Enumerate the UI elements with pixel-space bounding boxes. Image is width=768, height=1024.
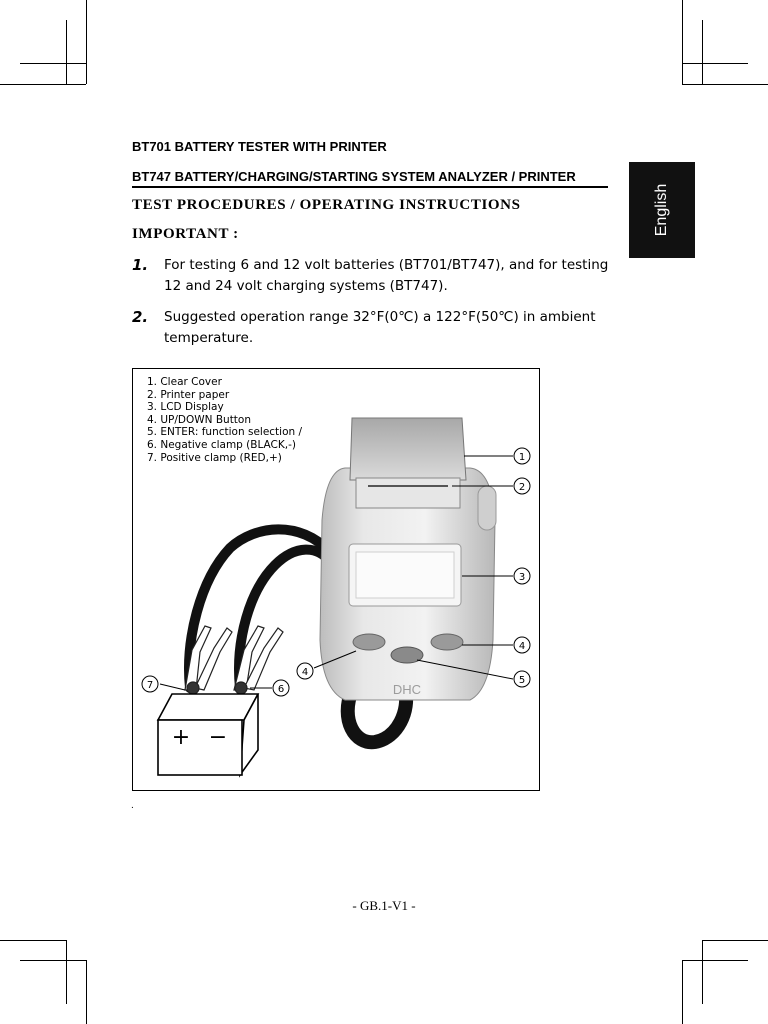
list-item-text: Suggested operation range 32°F(0℃) a 122… [164, 309, 596, 346]
legend-item: 6. Negative clamp (BLACK,-) [147, 438, 296, 451]
callout-number: 7 [147, 680, 153, 691]
device-brand: DHC [393, 682, 421, 697]
legend-item: 1. Clear Cover [147, 376, 222, 388]
negative-cable [234, 544, 335, 693]
callout-circle [513, 447, 531, 465]
battery-shape [156, 693, 260, 778]
negative-clamp-shape [233, 625, 284, 695]
page-footer: - GB.1-V1 - [352, 898, 416, 913]
legend-item: 2. Printer paper [147, 388, 230, 401]
document-title-bt701: BT701 BATTERY TESTER WITH PRINTER [132, 139, 387, 154]
crop-mark [86, 960, 87, 1024]
crop-mark [20, 63, 86, 64]
callout-circle [513, 670, 531, 688]
callout-circle [296, 662, 314, 680]
up-button-shape [352, 633, 386, 651]
list-item-text: For testing 6 and 12 volt batteries (BT7… [164, 257, 609, 294]
battery-minus-sign: − [209, 725, 227, 750]
callout-number: 2 [519, 482, 525, 493]
crop-mark [682, 84, 768, 85]
language-tab: English [629, 162, 695, 258]
crop-mark [682, 960, 683, 1024]
callout-number: 4 [519, 641, 525, 652]
important-heading: IMPORTANT : [132, 226, 239, 242]
callout-circle [272, 679, 290, 697]
crop-mark [66, 20, 67, 84]
down-button-shape [430, 633, 464, 651]
crop-mark [0, 84, 86, 85]
callout-number: 5 [519, 675, 525, 686]
callout-circle [513, 636, 531, 654]
crop-mark [702, 20, 703, 84]
printer-paper-shape [355, 477, 461, 509]
list-item-number: 2. [132, 308, 149, 326]
crop-mark [0, 940, 66, 941]
clear-cover-shape [349, 417, 467, 481]
rear-cable [340, 683, 414, 750]
callout-number: 6 [278, 684, 284, 695]
positive-clamp-shape [184, 625, 233, 695]
side-grip [477, 485, 497, 531]
battery-plus-sign: + [172, 725, 190, 750]
section-heading: TEST PROCEDURES / OPERATING INSTRUCTIONS [132, 197, 521, 213]
crop-mark [702, 940, 768, 941]
stray-mark: . [131, 800, 134, 811]
crop-mark [682, 63, 748, 64]
legend-item: 3. LCD Display [147, 401, 224, 414]
crop-mark [682, 0, 683, 84]
document-title-bt747: BT747 BATTERY/CHARGING/STARTING SYSTEM A… [132, 169, 576, 184]
crop-mark [86, 0, 87, 84]
list-item-number: 1. [132, 256, 149, 274]
callout-number: 4 [302, 667, 308, 678]
legend-item: 4. UP/DOWN Button [147, 413, 252, 426]
callout-number: 3 [519, 572, 525, 583]
crop-mark [20, 960, 86, 961]
enter-button-shape [390, 646, 424, 664]
callout-circle [141, 675, 159, 693]
crop-mark [702, 940, 703, 1004]
crop-mark [66, 940, 67, 1004]
title-underline [132, 186, 608, 188]
legend-item: 5. ENTER: function selection / [147, 426, 303, 439]
callout-circle [513, 567, 531, 585]
callout-circle [513, 477, 531, 495]
legend-item: 7. Positive clamp (RED,+) [147, 451, 282, 464]
crop-mark [682, 960, 748, 961]
callout-number: 1 [519, 452, 525, 463]
figure-legend: 1. Clear Cover 2. Printer paper 3. LCD D… [147, 376, 302, 464]
